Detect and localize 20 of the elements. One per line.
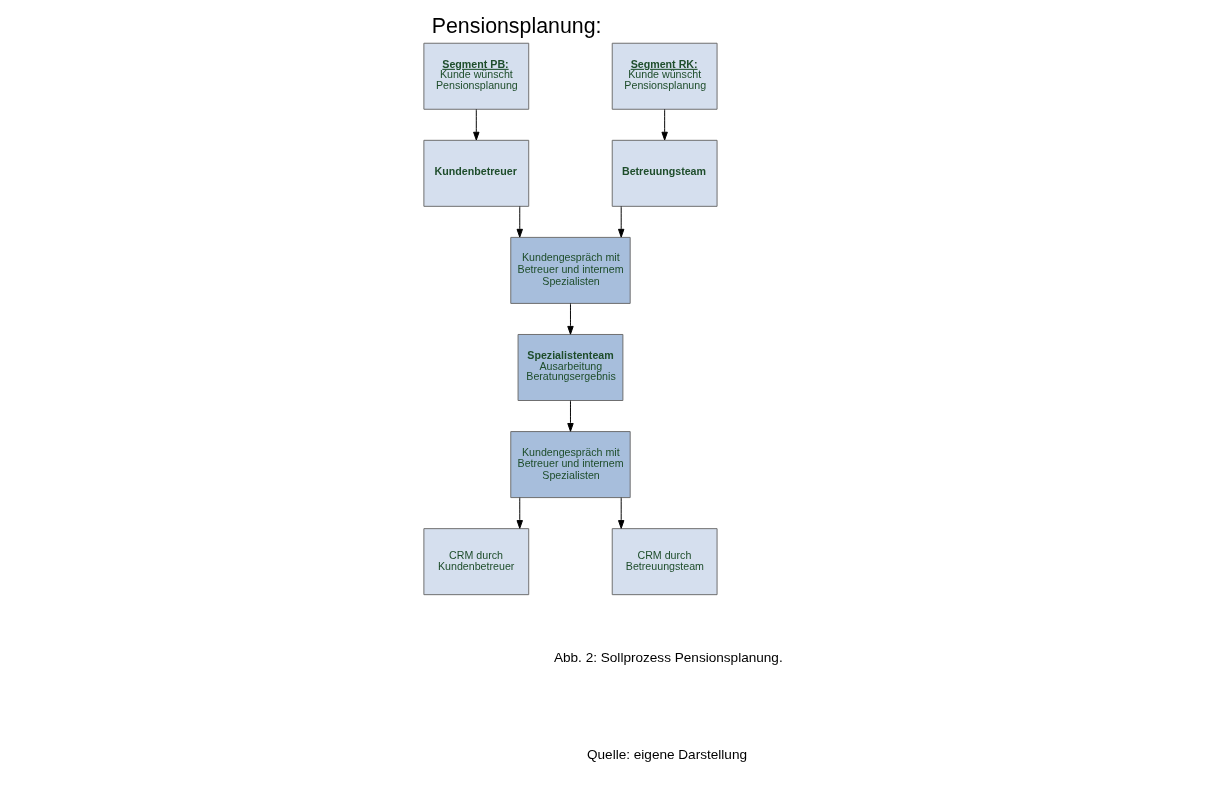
node-box: Segment RK: Kunde wünscht Pensionsplanung xyxy=(611,42,718,110)
arrow xyxy=(567,400,574,432)
node-box: CRM durch Kundenbetreuer xyxy=(423,528,530,596)
node-box: Kundengespräch mit Betreuer und internem Spezialisten xyxy=(510,431,631,499)
arrow xyxy=(516,205,523,238)
arrow xyxy=(567,303,574,335)
arrow xyxy=(473,108,480,141)
label: Quelle: eigene Darstellung xyxy=(586,747,748,763)
node-box: Betreuungsteam xyxy=(611,139,718,207)
node-box: Spezialistenteam Ausarbeitung Beratungsergebnis xyxy=(517,334,624,401)
node-box: Kundengespräch mit Betreuer und internem Spezialisten xyxy=(510,236,631,304)
arrow xyxy=(618,205,625,238)
arrow xyxy=(516,497,523,529)
node-box: CRM durch Betreuungsteam xyxy=(611,528,718,596)
diagram-title: Pensionsplanung: xyxy=(431,14,602,39)
caption: Abb. 2: Sollprozess Pensionsplanung. xyxy=(553,650,783,666)
arrow xyxy=(618,497,625,529)
arrow xyxy=(661,108,668,141)
node-box: Segment PB: Kunde wünscht Pensionsplanung xyxy=(423,42,530,110)
node-box: Kundenbetreuer xyxy=(423,139,530,207)
